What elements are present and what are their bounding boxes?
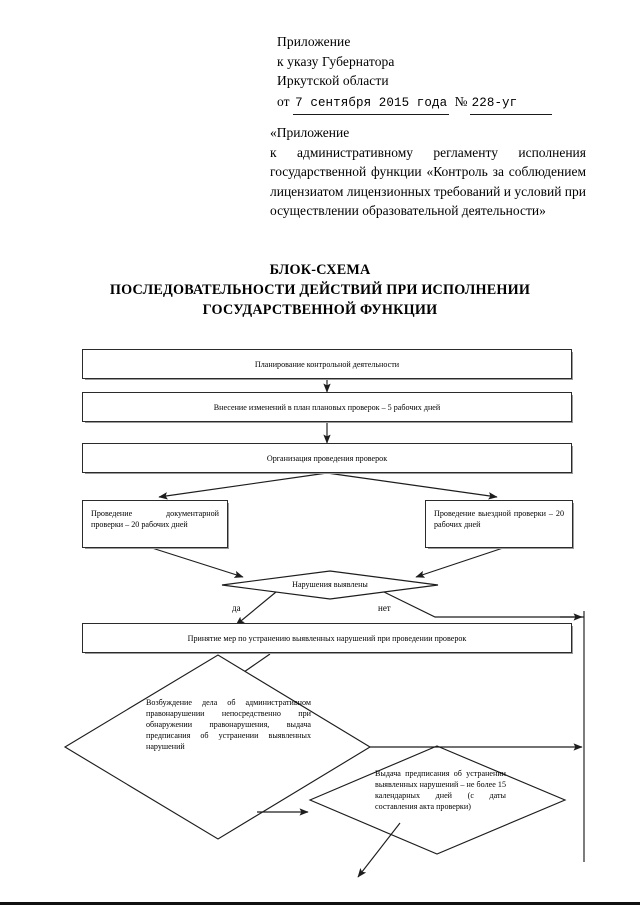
node-amendments[interactable]: Внесение изменений в план плановых прове… [82, 392, 572, 422]
order-issue-diamond-shape [308, 745, 567, 855]
node-documentary-check-label: Проведение документарной проверки – 20 р… [91, 509, 219, 529]
page-title: БЛОК-СХЕМА ПОСЛЕДОВАТЕЛЬНОСТИ ДЕЙСТВИЙ П… [60, 260, 580, 320]
decision-diamond-shape [221, 570, 439, 600]
document-header: Приложение к указу Губернатора Иркутской… [277, 32, 617, 115]
node-planning[interactable]: Планирование контрольной деятельности [82, 349, 572, 379]
header-line-1: Приложение [277, 34, 351, 49]
node-organization-label: Организация проведения проверок [266, 453, 388, 463]
date-prefix-label: от [277, 93, 290, 109]
header-line-3: Иркутской области [277, 73, 389, 88]
node-field-check-label: Проведение выездной проверки – 20 рабочи… [434, 509, 564, 529]
page-title-line-2: ПОСЛЕДОВАТЕЛЬНОСТИ ДЕЙСТВИЙ ПРИ ИСПОЛНЕН… [109, 282, 531, 298]
branch-label-no: нет [378, 603, 391, 613]
page-title-line-1: БЛОК-СХЕМА [269, 262, 371, 278]
scan-bottom-edge [0, 902, 640, 905]
annex-reference-paragraph: «Приложение к административному регламен… [270, 123, 586, 221]
decree-number-value: 228-уг [469, 94, 552, 115]
administrative-case-diamond-shape [63, 654, 372, 840]
branch-label-yes: да [232, 603, 241, 613]
annex-reference-first-line: «Приложение [270, 125, 350, 140]
node-amendments-label: Внесение изменений в план плановых прове… [213, 402, 441, 412]
node-planning-label: Планирование контрольной деятельности [254, 359, 400, 369]
decree-date-value: 7 сентября 2015 года [293, 94, 450, 115]
node-organization[interactable]: Организация проведения проверок [82, 443, 572, 473]
number-sign-label: № [454, 93, 468, 109]
node-measures[interactable]: Принятие мер по устранению выявленных на… [82, 623, 572, 653]
node-field-check[interactable]: Проведение выездной проверки – 20 рабочи… [425, 500, 573, 548]
header-line-2: к указу Губернатора [277, 53, 395, 69]
page-title-line-3: ГОСУДАРСТВЕННОЙ ФУНКЦИИ [202, 302, 438, 318]
annex-reference-body: к административному регламенту исполнени… [270, 144, 586, 219]
node-documentary-check[interactable]: Проведение документарной проверки – 20 р… [82, 500, 228, 548]
node-measures-label: Принятие мер по устранению выявленных на… [187, 633, 467, 643]
